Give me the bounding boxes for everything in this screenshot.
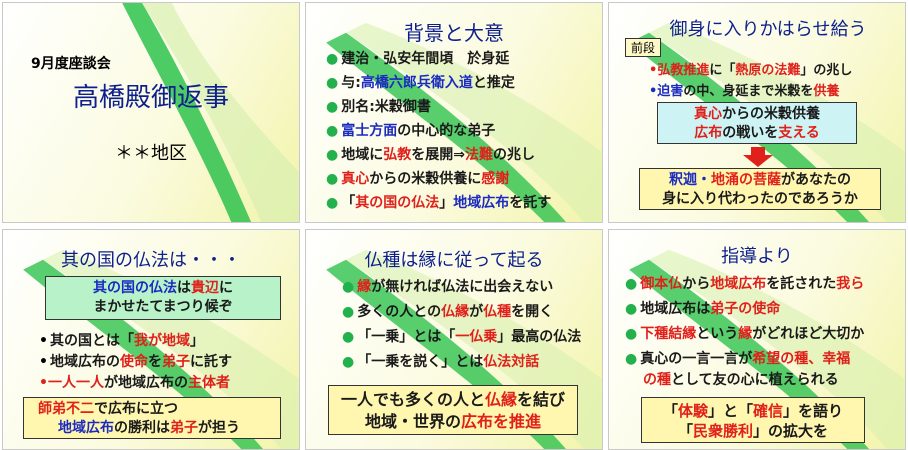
main-title: 高橋殿御返事 [72,83,229,113]
down-arrow-icon [743,147,773,167]
slide-title: 御身に入りかはらせ給う [669,19,867,40]
list-item: ●縁が無ければ仏法に出会えない [342,279,554,295]
bullet-icon: ● [342,354,355,370]
bullet-icon: ● [326,147,339,163]
list-item: ●多くの人との仏縁が仏種を開く [342,304,554,320]
slide-2-thumbnail[interactable]: 背景と大意 ●建治・弘安年間頃 於身延 ●与:高橋六郎兵衛入道と推定 ●別名:米… [305,2,603,223]
bullet-icon: • [39,354,48,370]
area-label: ＊＊地区 [115,143,187,164]
bullet-icon: ● [342,329,355,345]
list-item: •其の国とは「我が地域」 [39,333,204,349]
list-item: ●真心からの米穀供養に感謝 [326,171,510,187]
meeting-date-label: 9月度座談会 [31,56,111,72]
highlight-box: 一人でも多くの人と仏縁を結び 地域・世界の広布を推進 [328,385,578,435]
slide-5-thumbnail[interactable]: 仏種は縁に従って起る ●縁が無ければ仏法に出会えない ●多くの人との仏縁が仏種を… [305,229,603,450]
list-item: ●別名:米穀御書 [326,99,431,115]
bullet-icon: ● [326,51,339,67]
slide-1-thumbnail[interactable]: 9月度座談会 高橋殿御返事 ＊＊地区 [2,2,300,223]
bullet-icon: ● [625,326,638,342]
slide-3-thumbnail[interactable]: 御身に入りかはらせ給う 前段 •弘教推進に「熱原の法難」の兆し •迫害の中、身延… [608,2,906,223]
bullet-icon: • [39,333,48,349]
highlight-box: 釈迦・地涌の菩薩があなたの 身に入り代わったのであろうか [639,168,881,210]
slide-title: 其の国の仏法は・・・ [61,250,241,271]
bullet-icon: ● [326,99,339,115]
bullet-icon: ● [625,351,638,367]
list-item: ●「一乗を説く」とは仏法対話 [342,354,540,370]
bullet-icon: ● [326,75,339,91]
section-badge: 前段 [625,38,662,57]
list-item: •地域広布の使命を弟子に託す [39,354,232,370]
list-item: ●地域広布は弟子の使命 [625,301,781,317]
list-item: •迫害の中、身延まで米穀を供養 [649,84,840,99]
slide-title: 仏種は縁に従って起る [364,250,544,271]
list-item: ●真心の一言一言が希望の種、幸福 [625,351,851,367]
list-item: ●地域に弘教を展開⇒法難の兆し [326,147,535,163]
list-item: ●「其の国の仏法」地域広布を託す [326,195,552,211]
bullet-icon: ● [342,279,355,295]
list-item: ●与:高橋六郎兵衛入道と推定 [326,75,515,91]
list-item: ●御本仏から地域広布を託された我ら [625,276,865,292]
list-item: ●建治・弘安年間頃 於身延 [326,51,510,67]
bullet-icon: • [39,375,48,391]
bullet-icon: ● [625,301,638,317]
highlight-box: 「体験」と「確信」を語り 「民衆勝利」の拡大を [641,397,865,443]
list-item: ●「一乗」とは「一仏乗」最高の仏法 [342,329,582,345]
list-item: ●富士方面の中心的な弟子 [326,123,496,139]
slide-4-thumbnail[interactable]: 其の国の仏法は・・・ 其の国の仏法は貴辺に まかせたてまつり候ぞ •其の国とは「… [2,229,300,450]
bullet-icon: ● [625,276,638,292]
highlight-box: 師弟不二で広布に立つ 地域広布の勝利は弟子が担う [23,397,281,439]
list-item: ●下種結縁という縁がどれほど大切か [625,326,865,342]
list-item: •弘教推進に「熱原の法難」の兆し [649,63,853,78]
bullet-icon: ● [326,171,339,187]
slide-6-thumbnail[interactable]: 指導より ●御本仏から地域広布を託された我ら ●地域広布は弟子の使命 ●下種結縁… [608,229,906,450]
bullet-icon: • [649,63,658,78]
bullet-icon: ● [326,195,339,211]
slide-title: 背景と大意 [404,21,504,45]
list-item-continuation: の種として友の心に植えられる [643,372,839,388]
bullet-icon: ● [326,123,339,139]
bullet-icon: • [649,84,658,99]
highlight-box: 其の国の仏法は貴辺に まかせたてまつり候ぞ [45,276,281,320]
slide-title: 指導より [721,246,793,267]
list-item: •一人一人が地域広布の主体者 [39,375,230,391]
bullet-icon: ● [342,304,355,320]
highlight-box: 真心からの米穀供養 広布の戦いを支える [657,102,857,144]
